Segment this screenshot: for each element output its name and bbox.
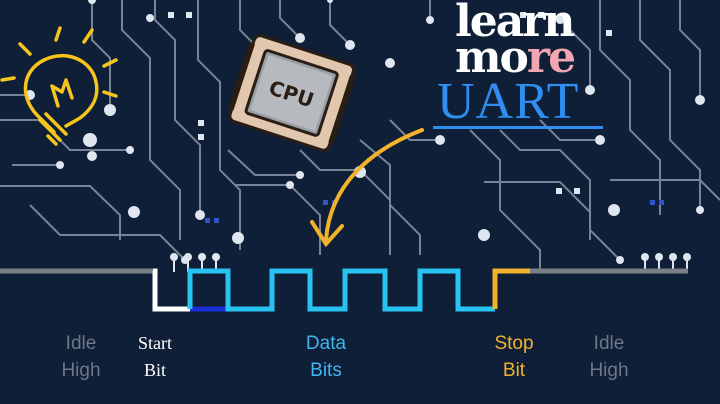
label-stop-line1: Stop	[494, 333, 534, 354]
label-idle-left-line2: High	[61, 360, 101, 381]
label-stop-bit: Stop Bit	[469, 330, 559, 384]
label-idle-right-line1: Idle	[593, 333, 625, 354]
headline-more: more	[455, 36, 576, 80]
pin-headers	[170, 253, 691, 272]
circuit-traces	[0, 0, 720, 270]
headline-more-part1: mo	[455, 32, 529, 83]
label-data-bits: Data Bits	[281, 330, 371, 384]
start-bit-signal	[152, 268, 190, 312]
label-start-line2: Bit	[143, 360, 166, 380]
topic-underline	[433, 126, 603, 129]
lightbulb-icon	[0, 26, 118, 146]
blue-smd-pads	[205, 200, 664, 223]
curved-arrow-icon	[310, 128, 424, 248]
circuit-pads	[25, 0, 705, 264]
label-data-line1: Data	[305, 333, 347, 354]
label-idle-high-left: Idle High	[36, 330, 126, 384]
label-idle-right-line2: High	[589, 360, 629, 381]
label-idle-left-line1: Idle	[65, 333, 97, 354]
headline-more-part2: re	[526, 32, 576, 83]
label-idle-high-right: Idle High	[564, 330, 654, 384]
label-start-bit: Start Bit	[110, 330, 200, 384]
label-data-line2: Bits	[310, 360, 342, 381]
cpu-chip-icon: CPU	[227, 34, 356, 152]
stop-bit-signal	[492, 268, 530, 309]
topic-title: UART	[437, 73, 580, 130]
data-bits-signal	[187, 268, 495, 312]
label-stop-line2: Bit	[502, 360, 526, 381]
label-start-line1: Start	[138, 333, 172, 353]
headline-learn: learn	[455, 0, 575, 47]
